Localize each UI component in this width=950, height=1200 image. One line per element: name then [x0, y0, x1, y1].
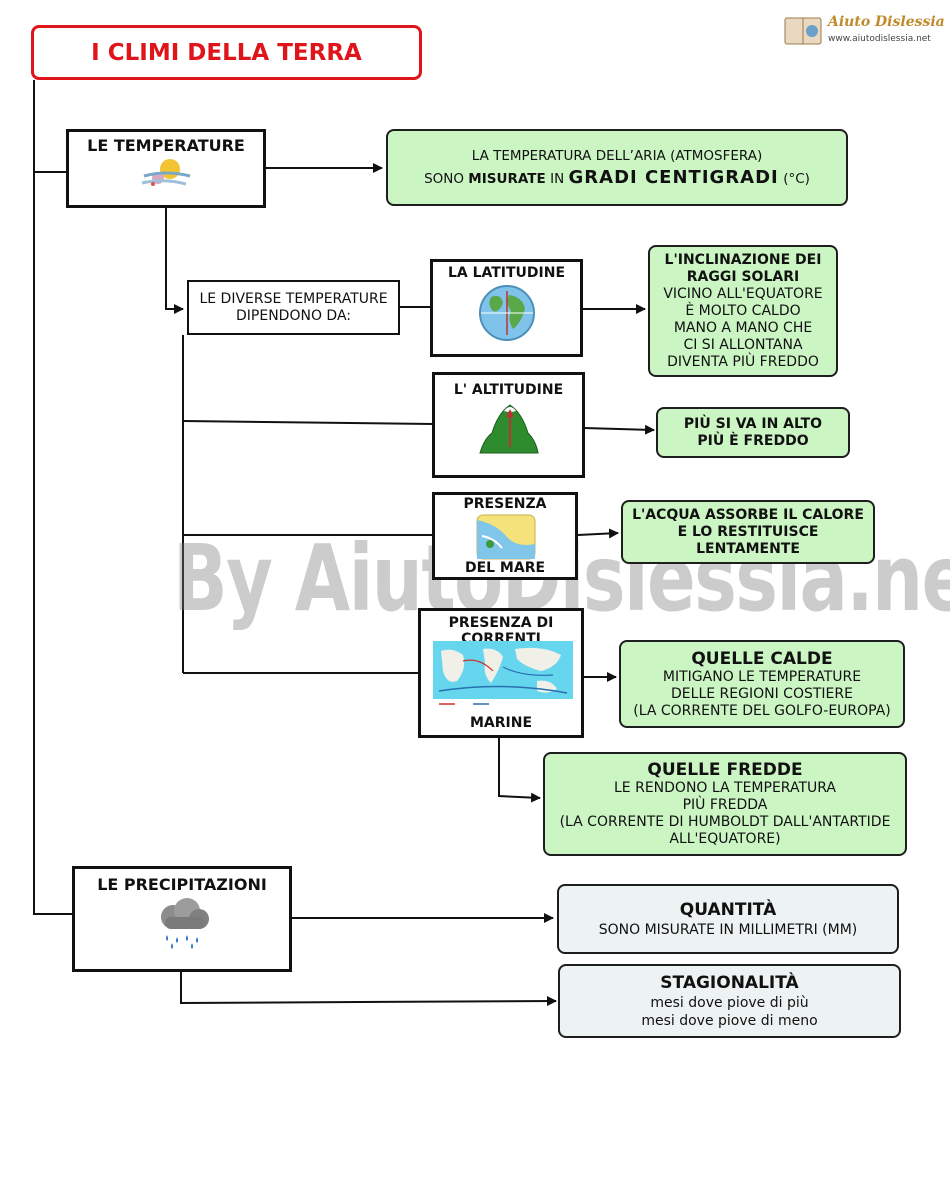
definition-line1: LA TEMPERATURA DELL’ARIA (ATMOSFERA) [471, 147, 763, 164]
temperature-node: LE TEMPERATURE [66, 129, 266, 208]
cold-title: QUELLE FREDDE [647, 760, 803, 780]
altitude-label: L' ALTITUDINE [453, 382, 564, 398]
effect-text: VICINO ALL'EQUATORE [663, 285, 823, 302]
currents-label-bottom: MARINE [469, 715, 533, 731]
ocean-currents-map-icon [433, 641, 573, 709]
effect-title: E LO RESTITUISCE [677, 523, 819, 540]
warm-text: (LA CORRENTE DEL GOLFO-EUROPA) [633, 702, 891, 719]
altitude-node: L' ALTITUDINE [432, 372, 585, 478]
cold-text: LE RENDONO LA TEMPERATURA [614, 780, 836, 796]
sea-coast-icon [476, 514, 536, 560]
temperature-label: LE TEMPERATURE [87, 136, 245, 155]
precipitation-label: LE PRECIPITAZIONI [97, 875, 267, 894]
site-logo[interactable]: Aiuto Dislessia www.aiutodislessia.net [783, 12, 945, 52]
quantity-box: QUANTITÀ SONO MISURATE IN MILLIMETRI (MM… [557, 884, 899, 954]
book-icon [784, 17, 822, 45]
seasonality-box: STAGIONALITÀ mesi dove piove di più mesi… [558, 964, 901, 1038]
cold-currents-box: QUELLE FREDDE LE RENDONO LA TEMPERATURA … [543, 752, 907, 856]
effect-title: LENTAMENTE [696, 540, 800, 557]
latitude-node: LA LATITUDINE [430, 259, 583, 357]
precipitation-node: LE PRECIPITAZIONI [72, 866, 292, 972]
definition-measured: MISURATE [468, 170, 546, 187]
cold-text: ALL'EQUATORE) [669, 831, 781, 847]
definition-text: IN [550, 170, 569, 187]
logo-url: www.aiutodislessia.net [828, 34, 931, 44]
altitude-effect-box: PIÙ SI VA IN ALTO PIÙ È FREDDO [656, 407, 850, 458]
latitude-effect-box: L'INCLINAZIONE DEI RAGGI SOLARI VICINO A… [648, 245, 838, 377]
cold-text: PIÙ FREDDA [682, 797, 768, 813]
warm-currents-box: QUELLE CALDE MITIGANO LE TEMPERATURE DEL… [619, 640, 905, 728]
effect-title: PIÙ È FREDDO [697, 432, 809, 449]
effect-text: È MOLTO CALDO [685, 302, 801, 319]
cold-text: (LA CORRENTE DI HUMBOLDT DALL'ANTARTIDE [559, 814, 891, 830]
globe-icon [479, 285, 535, 341]
sea-label-top: PRESENZA [463, 496, 547, 512]
depends-line2: DIPENDONO DA: [236, 307, 351, 324]
effect-title: RAGGI SOLARI [686, 268, 800, 285]
effect-text: DIVENTA PIÙ FREDDO [667, 353, 819, 370]
seasonality-text: mesi dove piove di meno [641, 1013, 818, 1029]
logo-brand: Aiuto Dislessia [828, 14, 945, 30]
weather-sun-wind-icon [141, 159, 191, 186]
temperature-definition-box: LA TEMPERATURA DELL’ARIA (ATMOSFERA) SON… [386, 129, 848, 206]
warm-text: DELLE REGIONI COSTIERE [671, 685, 853, 702]
seasonality-text: mesi dove piove di più [650, 995, 809, 1011]
warm-title: QUELLE CALDE [691, 648, 833, 669]
currents-label-top: PRESENZA DI [448, 615, 554, 631]
effect-text: MANO A MANO CHE [673, 319, 813, 336]
definition-unit: GRADI CENTIGRADI [568, 166, 779, 188]
warm-text: MITIGANO LE TEMPERATURE [662, 668, 862, 685]
definition-text: SONO [424, 170, 469, 187]
definition-symbol: (°C) [783, 170, 810, 187]
rain-cloud-icon [161, 898, 209, 949]
effect-title: L'ACQUA ASSORBE IL CALORE [632, 506, 864, 523]
quantity-text: SONO MISURATE IN MILLIMETRI (MM) [598, 922, 858, 938]
effect-text: CI SI ALLONTANA [683, 336, 803, 353]
latitude-label: LA LATITUDINE [447, 265, 566, 281]
mountain-icon [479, 404, 539, 454]
currents-node: PRESENZA DI CORRENTI MARINE [418, 608, 584, 738]
sea-effect-box: L'ACQUA ASSORBE IL CALORE E LO RESTITUIS… [621, 500, 875, 564]
seasonality-title: STAGIONALITÀ [660, 973, 799, 993]
effect-title: L'INCLINAZIONE DEI [664, 251, 822, 268]
depends-line1: LE DIVERSE TEMPERATURE [199, 290, 388, 307]
quantity-title: QUANTITÀ [679, 900, 777, 920]
sea-node: PRESENZA DEL MARE [432, 492, 578, 580]
sea-label-bottom: DEL MARE [464, 560, 546, 576]
effect-title: PIÙ SI VA IN ALTO [683, 415, 823, 432]
page-title: I CLIMI DELLA TERRA [31, 25, 422, 80]
depends-box: LE DIVERSE TEMPERATURE DIPENDONO DA: [187, 280, 400, 335]
